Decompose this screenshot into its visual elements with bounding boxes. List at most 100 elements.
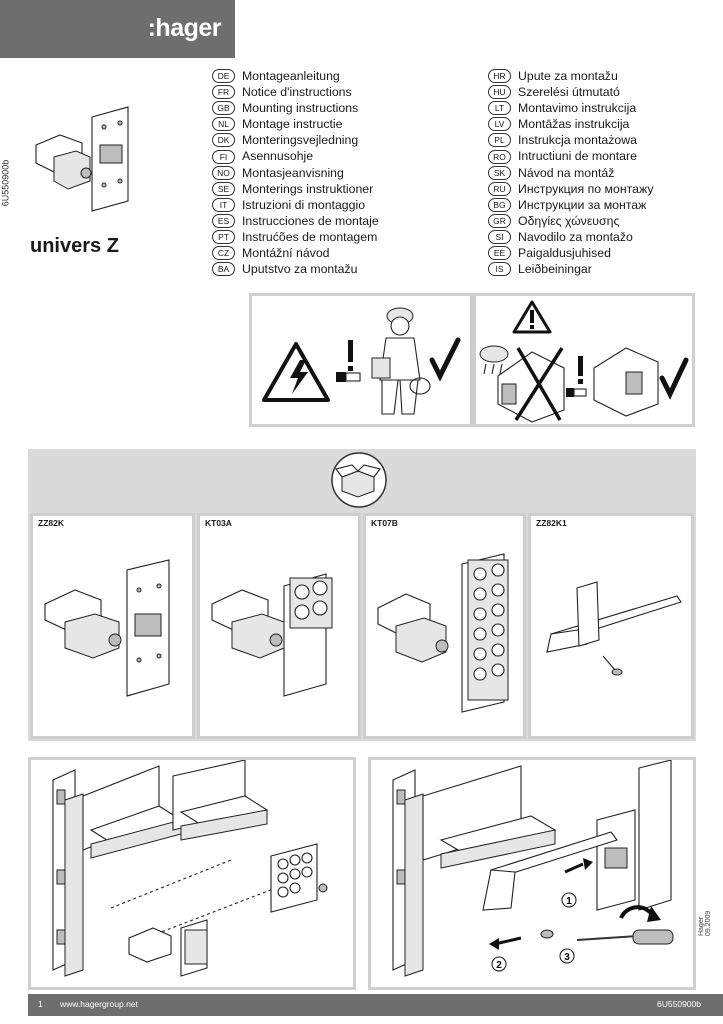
language-code: ES [212, 213, 235, 228]
accessory-reference: ZZ82K [38, 518, 64, 528]
language-code: FR [212, 85, 235, 100]
pointing-hand-icon [336, 372, 361, 382]
language-row: RO Intructiuni de montare [488, 148, 653, 164]
language-code: IS [488, 262, 511, 277]
language-code: SK [488, 165, 511, 180]
language-title: Mounting instructions [242, 101, 359, 116]
language-title: Notice d'instructions [242, 85, 352, 100]
language-title: Οδηγίες χώνευσης [518, 213, 620, 228]
website-link[interactable]: www.hagergroup.net [60, 999, 138, 1009]
language-list-left: DE Montageanleitung FR Notice d'instructio… [212, 68, 379, 277]
language-row: GB Mounting instructions [212, 100, 379, 116]
indoor-illustration [479, 300, 689, 423]
step-marker-1 [561, 892, 577, 908]
language-title: Montageanleitung [242, 69, 340, 83]
side-document-code: 6U550900b [0, 159, 11, 207]
electrical-hazard-icon [262, 342, 330, 402]
language-title: Instrućões de montagem [242, 229, 378, 244]
language-code: NL [212, 117, 235, 132]
language-row: NO Montasjeanvisning [212, 165, 379, 181]
language-code: NO [212, 165, 235, 180]
accessory-reference: KT03A [205, 518, 232, 528]
language-code: PL [488, 133, 511, 148]
print-date: Hager 09.2009 [698, 910, 712, 936]
language-code: SE [212, 181, 235, 196]
bracket-mounting-illustration: 1 2 3 [392, 759, 674, 977]
language-code: FI [212, 149, 235, 164]
language-title: Paigaldusjuhised [518, 246, 611, 261]
language-row: FI Asennusohje [212, 148, 379, 164]
kt03a-illustration [211, 573, 333, 697]
language-row: CZ Montážní návod [212, 245, 379, 261]
zz82k-illustration [44, 559, 170, 697]
language-row: RU Инструкция по монтажу [488, 181, 653, 197]
language-title: Szerelési útmutató [518, 85, 620, 100]
footer-document-code: 6U550900b [657, 999, 701, 1009]
language-row: HU Szerelési útmutató [488, 84, 653, 100]
language-code: BA [212, 262, 235, 277]
language-title: Intructiuni de montare [518, 149, 637, 164]
package-box-icon [331, 452, 387, 508]
accessory-row: ZZ82K KT03A KT07B [28, 511, 696, 741]
language-title: Montážní návod [242, 246, 330, 261]
language-row: FR Notice d'instructions [212, 84, 379, 100]
warning-triangle-icon [512, 300, 552, 334]
footer-bar: 1 www.hagergroup.net 6U550900b [28, 994, 723, 1016]
language-title: Monteringsvejledning [242, 133, 359, 148]
language-title: Upute za montažu [518, 69, 618, 83]
language-row: DK Monteringsvejledning [212, 132, 379, 148]
screwdriver-icon [576, 905, 674, 945]
checkmark-icon [429, 337, 461, 382]
language-title: Montasjeanvisning [242, 165, 344, 180]
safety-panel-electrician [249, 293, 473, 427]
language-title: Montāžas instrukcija [518, 117, 630, 132]
language-code: GB [212, 101, 235, 116]
cloud-icon [479, 345, 509, 375]
cross-out-icon [514, 347, 564, 421]
accessory-reference: ZZ82K1 [536, 518, 567, 528]
language-row: LV Montāžas instrukcija [488, 116, 653, 132]
language-title: Instrukcja montażowa [518, 133, 637, 148]
accessory-panel-zz82k: ZZ82K [30, 513, 195, 739]
accessory-panel-kt07b: KT07B [363, 513, 526, 739]
language-title: Montavimo instrukcija [518, 101, 637, 116]
language-code: DK [212, 133, 235, 148]
pointing-hand-icon [566, 388, 587, 397]
language-code: HU [488, 85, 511, 100]
language-title: Navodilo za montažo [518, 229, 633, 244]
tool-band [28, 449, 696, 511]
electrician-figure [371, 307, 431, 415]
product-thumbnail [35, 106, 129, 212]
step-number: 1 [566, 896, 572, 907]
language-title: Istruzioni di montaggio [242, 197, 366, 212]
language-code: CZ [212, 246, 235, 261]
language-code: SI [488, 229, 511, 244]
language-title: Инструкции за монтаж [518, 197, 647, 212]
language-row: ES Instrucciones de montaje [212, 213, 379, 229]
language-code: RU [488, 181, 511, 196]
installation-overview-illustration [52, 759, 328, 977]
language-code: HR [488, 69, 511, 84]
brand-bar: :hager [0, 0, 235, 58]
language-title: Uputstvo za montažu [242, 262, 358, 277]
accessory-reference: KT07B [371, 518, 398, 528]
language-code: DE [212, 69, 235, 84]
step-marker-3 [559, 948, 575, 964]
language-row: BA Uputstvo za montažu [212, 261, 379, 277]
language-title: Asennusohje [242, 149, 314, 164]
language-code: RO [488, 149, 511, 164]
language-code: LV [488, 117, 511, 132]
safety-panel-indoor [473, 293, 695, 427]
language-title: Инструкция по монтажу [518, 181, 654, 196]
step-number: 3 [564, 952, 570, 963]
language-code: IT [212, 197, 235, 212]
product-name: univers Z [30, 235, 119, 257]
language-title: Instrucciones de montaje [242, 213, 379, 228]
